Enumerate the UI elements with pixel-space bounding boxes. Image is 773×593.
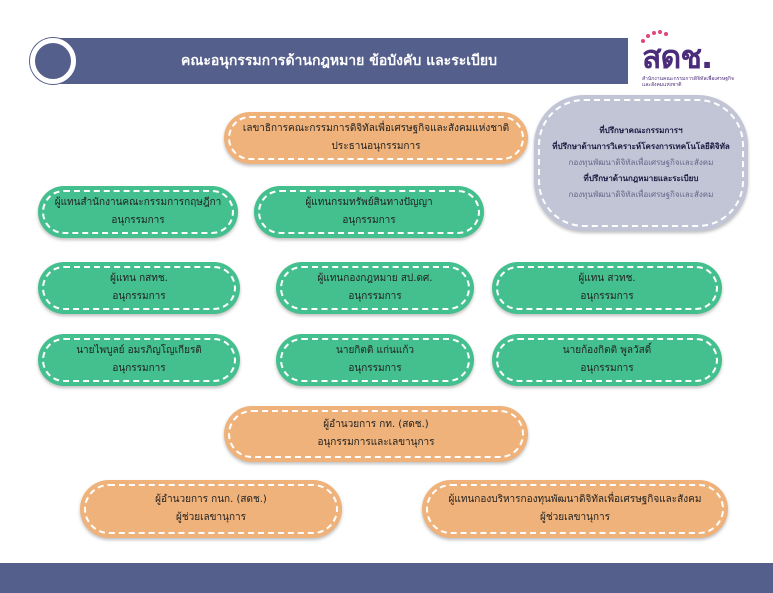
node-kittipong-title: นายกิตติ แก่นแก้ว xyxy=(336,345,414,356)
node-ip-title: ผู้แทนกรมทรัพย์สินทางปัญญา xyxy=(305,197,433,208)
footer-band xyxy=(0,563,773,593)
node-krisdika-role: อนุกรรมการ xyxy=(111,215,165,226)
advisors-line-5: กองทุนพัฒนาดิจิทัลเพื่อเศรษฐกิจและสังคม xyxy=(568,190,714,199)
node-kongkiat-title: นายก้องกิตติ พูลวัสดิ์ xyxy=(562,345,652,356)
node-nstda-title: ผู้แทน สวทช. xyxy=(578,273,636,284)
node-chair-role: ประธานอนุกรรมการ xyxy=(331,141,421,152)
node-legal-title: ผู้แทนกองกฎหมาย สป.ดศ. xyxy=(317,273,433,284)
advisors-heading-2: ที่ปรึกษาด้านกฎหมายและระเบียบ xyxy=(583,174,699,183)
node-fund-admin: ผู้แทนกองบริหารกองทุนพัฒนาดิจิทัลเพื่อเศ… xyxy=(422,480,728,538)
node-fund-admin-role: ผู้ช่วยเลขานุการ xyxy=(540,512,610,523)
header-band xyxy=(50,38,628,84)
page-title: คณะอนุกรรมการด้านกฎหมาย ข้อบังคับ และระเ… xyxy=(181,53,497,69)
logo-text: สดช. xyxy=(642,38,713,76)
node-director: ผู้อำนวยการ กท. (สดช.) อนุกรรมการและเลขา… xyxy=(224,406,528,462)
node-kittipong-role: อนุกรรมการ xyxy=(348,363,402,374)
node-krisdika-title: ผู้แทนสำนักงานคณะกรรมการกฤษฎีกา xyxy=(54,197,222,208)
node-krisdika: ผู้แทนสำนักงานคณะกรรมการกฤษฎีกา อนุกรรมก… xyxy=(38,186,238,238)
node-fund-director-role: ผู้ช่วยเลขานุการ xyxy=(176,512,246,523)
node-nstda: ผู้แทน สวทช. อนุกรรมการ xyxy=(492,262,722,314)
node-nbtc-role: อนุกรรมการ xyxy=(112,291,166,302)
node-kongkiat-role: อนุกรรมการ xyxy=(580,363,634,374)
node-paiboon-title: นายไพบูลย์ อมรภิญโญเกียรติ xyxy=(76,345,202,356)
node-legal-role: อนุกรรมการ xyxy=(348,291,402,302)
advisors-heading-1: ที่ปรึกษาคณะกรรมการฯ xyxy=(599,126,683,135)
node-ip-role: อนุกรรมการ xyxy=(342,215,396,226)
node-director-role: อนุกรรมการและเลขานุการ xyxy=(317,437,435,448)
header-circle-decoration xyxy=(30,38,76,84)
node-fund-admin-title: ผู้แทนกองบริหารกองทุนพัฒนาดิจิทัลเพื่อเศ… xyxy=(448,494,702,505)
node-fund-director: ผู้อำนวยการ กนก. (สดช.) ผู้ช่วยเลขานุการ xyxy=(80,480,342,538)
organization-logo: สดช. สำนักงานคณะกรรมการดิจิทัลเพื่อเศรษฐ… xyxy=(638,30,734,94)
node-advisors: ที่ปรึกษาคณะกรรมการฯ ที่ปรึกษาด้านการวิเ… xyxy=(534,95,748,231)
node-fund-director-title: ผู้อำนวยการ กนก. (สดช.) xyxy=(155,494,267,505)
node-kittipong: นายกิตติ แก่นแก้ว อนุกรรมการ xyxy=(276,334,474,386)
node-chair-title: เลขาธิการคณะกรรมการดิจิทัลเพื่อเศรษฐกิจแ… xyxy=(242,123,510,134)
advisors-line-2: ที่ปรึกษาด้านการวิเคราะห์โครงการเทคโนโลย… xyxy=(552,142,730,151)
advisors-line-3: กองทุนพัฒนาดิจิทัลเพื่อเศรษฐกิจและสังคม xyxy=(568,158,714,167)
node-director-title: ผู้อำนวยการ กท. (สดช.) xyxy=(323,419,429,430)
node-nbtc: ผู้แทน กสทช. อนุกรรมการ xyxy=(38,262,240,314)
node-kongkiat: นายก้องกิตติ พูลวัสดิ์ อนุกรรมการ xyxy=(492,334,722,386)
node-legal-division: ผู้แทนกองกฎหมาย สป.ดศ. อนุกรรมการ xyxy=(276,262,474,314)
logo-dots-icon xyxy=(641,30,668,43)
node-intellectual-property: ผู้แทนกรมทรัพย์สินทางปัญญา อนุกรรมการ xyxy=(254,186,484,238)
node-nstda-role: อนุกรรมการ xyxy=(580,291,634,302)
node-paiboon-role: อนุกรรมการ xyxy=(112,363,166,374)
logo-subtitle: สำนักงานคณะกรรมการดิจิทัลเพื่อเศรษฐกิจแล… xyxy=(642,76,734,88)
node-nbtc-title: ผู้แทน กสทช. xyxy=(110,273,168,284)
node-chair: เลขาธิการคณะกรรมการดิจิทัลเพื่อเศรษฐกิจแ… xyxy=(224,112,528,164)
node-paiboon: นายไพบูลย์ อมรภิญโญเกียรติ อนุกรรมการ xyxy=(38,334,240,386)
